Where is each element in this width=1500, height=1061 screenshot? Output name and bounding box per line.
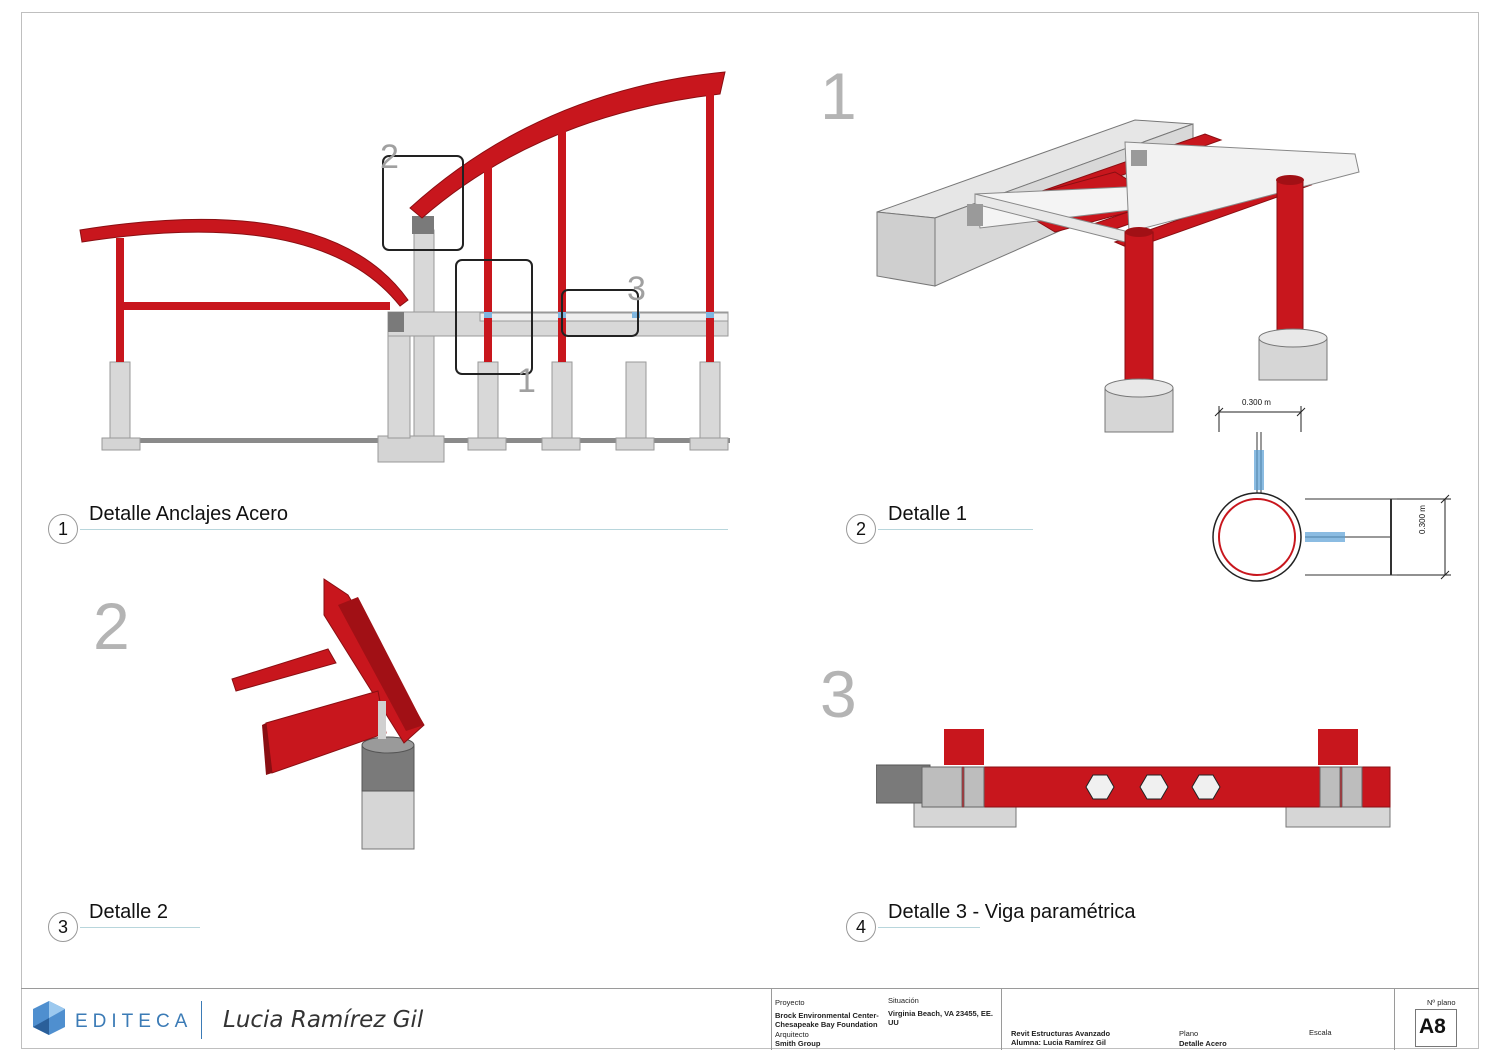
curso-line-2: Alumna: Lucia Ramírez Gil <box>1011 1038 1107 1047</box>
callout-label-3[interactable]: 3 <box>627 270 646 308</box>
logo-divider <box>201 1001 202 1039</box>
view-title-underline-4 <box>878 927 980 928</box>
detail-3-parametric-beam-drawing <box>876 729 1391 828</box>
view-number-bubble-3: 3 <box>48 912 78 942</box>
detail-mark-2: 2 <box>93 589 130 663</box>
view-title-underline-3 <box>80 927 200 928</box>
plano-label: Plano <box>1179 1029 1199 1038</box>
elevation-drawing <box>79 71 730 463</box>
view-title-2[interactable]: Detalle 1 <box>888 503 967 525</box>
proyecto-line-2: Chesapeake Bay Foundation <box>775 1020 878 1029</box>
view-title-1[interactable]: Detalle Anclajes Acero <box>89 503 289 525</box>
logo-text: EDITECA <box>75 1011 193 1032</box>
dimension-top: 0.300 m <box>1242 398 1271 407</box>
view-title-4[interactable]: Detalle 3 - Viga paramétrica <box>888 901 1136 923</box>
title-block-separator-3 <box>1394 989 1395 1050</box>
proyecto-label: Proyecto <box>775 998 805 1007</box>
callout-label-1[interactable]: 1 <box>517 362 536 400</box>
sheet-number-label: Nº plano <box>1427 998 1456 1007</box>
view-number-bubble-4: 4 <box>846 912 876 942</box>
detail-mark-1: 1 <box>820 59 857 133</box>
editeca-logo-icon <box>33 1001 65 1035</box>
view-title-underline-1 <box>80 529 728 530</box>
detail-2-3d-drawing <box>231 578 425 850</box>
situacion-label: Situación <box>888 996 919 1005</box>
view-number-bubble-1: 1 <box>48 514 78 544</box>
detail-1-3d-drawing <box>876 119 1360 433</box>
dimension-side: 0.300 m <box>1418 505 1427 534</box>
view-title-underline-2 <box>878 529 1033 530</box>
escala-label: Escala <box>1309 1028 1332 1037</box>
detail-mark-3: 3 <box>820 657 857 731</box>
proyecto-line-1: Brock Environmental Center- <box>775 1011 879 1020</box>
sheet-number-box <box>1415 1009 1457 1047</box>
title-block-separator-2 <box>1001 989 1002 1050</box>
author-name: Lucia Ramírez Gil <box>223 1007 424 1033</box>
arquitecto-value: Smith Group <box>775 1039 821 1048</box>
arquitecto-label: Arquitecto <box>775 1030 809 1039</box>
title-block: EDITECA Lucia Ramírez Gil Proyecto Brock… <box>21 988 1479 1050</box>
curso-line-1: Revit Estructuras Avanzado <box>1011 1029 1111 1038</box>
situacion-line-2: UU <box>888 1018 899 1027</box>
plano-value: Detalle Acero <box>1179 1039 1227 1048</box>
view-title-3[interactable]: Detalle 2 <box>89 901 168 923</box>
situacion-line-1: Virginia Beach, VA 23455, EE. <box>888 1009 993 1018</box>
title-block-separator-1 <box>771 989 772 1050</box>
callout-label-2[interactable]: 2 <box>380 138 399 176</box>
view-number-bubble-2: 2 <box>846 514 876 544</box>
detail-1-plan-drawing <box>1212 406 1451 582</box>
sheet-border <box>21 12 1479 1049</box>
sheet-number: A8 <box>1419 1015 1446 1038</box>
